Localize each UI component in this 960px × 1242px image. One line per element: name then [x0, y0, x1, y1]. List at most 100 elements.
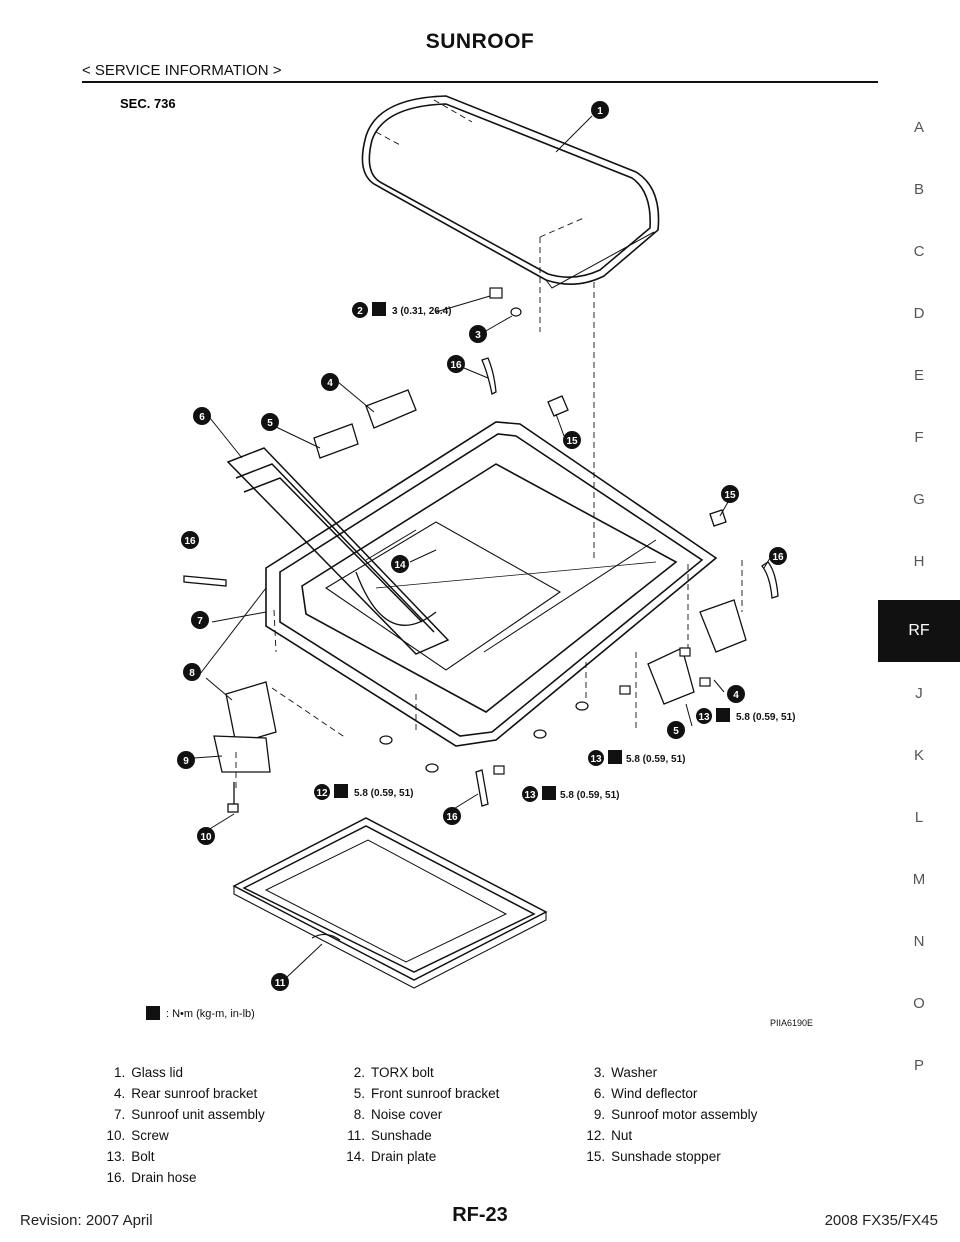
front-rear-bracket-drawings — [313, 389, 747, 705]
page-number: RF-23 — [452, 1204, 508, 1226]
callout-4-a: 4 — [321, 373, 339, 391]
parts-row: 10.Screw 11.Sunshade 12.Nut — [106, 1128, 633, 1143]
sec-label: SEC. 736 — [120, 96, 176, 111]
svg-text:16: 16 — [450, 360, 462, 371]
svg-text:5.8 (0.59, 51): 5.8 (0.59, 51) — [736, 712, 795, 723]
index-tab-f[interactable]: F — [914, 428, 924, 446]
index-tab-h[interactable]: H — [913, 552, 925, 570]
callout-5-b: 5 — [667, 721, 685, 739]
index-tab-d[interactable]: D — [913, 304, 925, 322]
header-rule — [82, 81, 878, 83]
figure-id: PIIA6190E — [770, 1018, 813, 1028]
svg-text:5: 5 — [267, 418, 273, 429]
page-footer: Revision: 2007 April RF-23 2008 FX35/FX4… — [0, 1204, 960, 1236]
callout-1: 1 — [591, 101, 609, 119]
index-tab-k[interactable]: K — [913, 746, 924, 764]
assembly-guide-lines — [235, 560, 743, 792]
nut-bolt-drawings — [379, 647, 711, 775]
index-tab-p[interactable]: P — [913, 1056, 924, 1074]
callout-15-a: 15 — [563, 431, 581, 449]
callout-11: 11 — [271, 973, 289, 991]
svg-text:15: 15 — [566, 436, 578, 447]
parts-row: 1.Glass lid 2.TORX bolt 3.Washer — [113, 1065, 658, 1080]
torque-wrench-icon — [146, 1006, 160, 1020]
svg-text:11: 11 — [275, 978, 286, 989]
index-tab-b[interactable]: B — [913, 180, 924, 198]
svg-text:3 (0.31, 26.4): 3 (0.31, 26.4) — [392, 306, 451, 317]
sunroof-unit-frame-drawing — [265, 421, 718, 747]
index-tab-l[interactable]: L — [914, 808, 924, 826]
svg-text:9: 9 — [183, 756, 189, 767]
callout-badges: 1 3 16 4 15 6 5 15 16 14 16 7 8 9 4 5 10… — [177, 101, 787, 991]
parts-row: 7.Sunroof unit assembly 8.Noise cover 9.… — [113, 1107, 758, 1122]
torque-label-nut-12: 12 5.8 (0.59, 51) — [314, 784, 413, 800]
section-label: < SERVICE INFORMATION > — [82, 62, 282, 79]
index-tab-g[interactable]: G — [913, 490, 925, 508]
callout-5-a: 5 — [261, 413, 279, 431]
callout-16-b: 16 — [181, 531, 199, 549]
callout-16-c: 16 — [769, 547, 787, 565]
vehicle-model: 2008 FX35/FX45 — [824, 1212, 938, 1229]
index-tab-rf[interactable]: RF — [878, 600, 960, 662]
glass-lid-guide-lines — [375, 99, 595, 562]
glass-lid-drawing — [361, 95, 660, 289]
index-tab-c[interactable]: C — [913, 242, 925, 260]
svg-text:16: 16 — [184, 536, 196, 547]
svg-text:16: 16 — [446, 812, 458, 823]
index-tab-o[interactable]: O — [913, 994, 925, 1012]
callout-8: 8 — [183, 663, 201, 681]
index-tab-m[interactable]: M — [912, 870, 926, 888]
svg-text:2: 2 — [357, 306, 363, 317]
callout-6: 6 — [193, 407, 211, 425]
svg-text:7: 7 — [197, 616, 203, 627]
index-tab-n[interactable]: N — [913, 932, 925, 950]
parts-row: 4.Rear sunroof bracket 5.Front sunroof b… — [113, 1086, 698, 1101]
callout-9: 9 — [177, 751, 195, 769]
revision-date: Revision: 2007 April — [20, 1212, 153, 1229]
callout-4-b: 4 — [727, 685, 745, 703]
drain-hose-drawings — [183, 357, 779, 807]
svg-text:4: 4 — [733, 690, 739, 701]
torque-label-bolt-13-b: 13 5.8 (0.59, 51) — [588, 750, 685, 766]
wind-deflector-drawing — [226, 447, 450, 655]
torque-label-bolt-13-c: 13 5.8 (0.59, 51) — [522, 786, 619, 802]
torque-label-bolt-13-a: 13 5.8 (0.59, 51) — [696, 708, 795, 724]
motor-assembly-drawing — [213, 681, 277, 813]
callout-7: 7 — [191, 611, 209, 629]
svg-text:6: 6 — [199, 412, 205, 423]
svg-text:15: 15 — [724, 490, 736, 501]
svg-text:13: 13 — [524, 790, 536, 801]
svg-text:10: 10 — [200, 832, 212, 843]
torx-bolt-drawing — [489, 287, 522, 317]
svg-text:12: 12 — [316, 788, 328, 799]
page-title: SUNROOF — [425, 30, 535, 53]
torque-label-bolt-2: 2 3 (0.31, 26.4) — [352, 302, 451, 318]
svg-text:3: 3 — [475, 330, 481, 341]
index-tab-e[interactable]: E — [913, 366, 924, 384]
sunshade-drawing — [232, 817, 548, 989]
svg-text:13: 13 — [590, 754, 602, 765]
sunroof-exploded-diagram: SEC. 736 — [116, 92, 832, 1032]
index-tab-j[interactable]: J — [915, 684, 923, 702]
svg-text:: N•m (kg-m, in-lb): : N•m (kg-m, in-lb) — [166, 1008, 255, 1020]
parts-row: 13.Bolt 14.Drain plate 15.Sunshade stopp… — [106, 1149, 721, 1164]
svg-text:16: 16 — [772, 552, 784, 563]
svg-text:5.8 (0.59, 51): 5.8 (0.59, 51) — [354, 788, 413, 799]
callout-16-a: 16 — [447, 355, 465, 373]
svg-text:5.8 (0.59, 51): 5.8 (0.59, 51) — [626, 754, 685, 765]
torque-legend: : N•m (kg-m, in-lb) — [146, 1006, 255, 1020]
parts-list: 1.Glass lid 2.TORX bolt 3.Washer 4.Rear … — [98, 1062, 818, 1188]
index-tab-a[interactable]: A — [913, 118, 924, 136]
callout-leader-lines — [193, 115, 771, 979]
svg-text:4: 4 — [327, 378, 333, 389]
callout-3: 3 — [469, 325, 487, 343]
svg-text:5: 5 — [673, 726, 679, 737]
callout-16-d: 16 — [443, 807, 461, 825]
callout-14: 14 — [391, 555, 409, 573]
side-index: A B C D E F G H RF J K L M N O P — [878, 96, 960, 1096]
svg-text:8: 8 — [189, 668, 195, 679]
svg-text:14: 14 — [394, 560, 406, 571]
torque-labels: 2 3 (0.31, 26.4) 13 5.8 (0.59, 51) 13 5.… — [314, 302, 795, 802]
svg-text:1: 1 — [597, 106, 603, 117]
sunshade-stopper-drawings — [547, 395, 727, 527]
